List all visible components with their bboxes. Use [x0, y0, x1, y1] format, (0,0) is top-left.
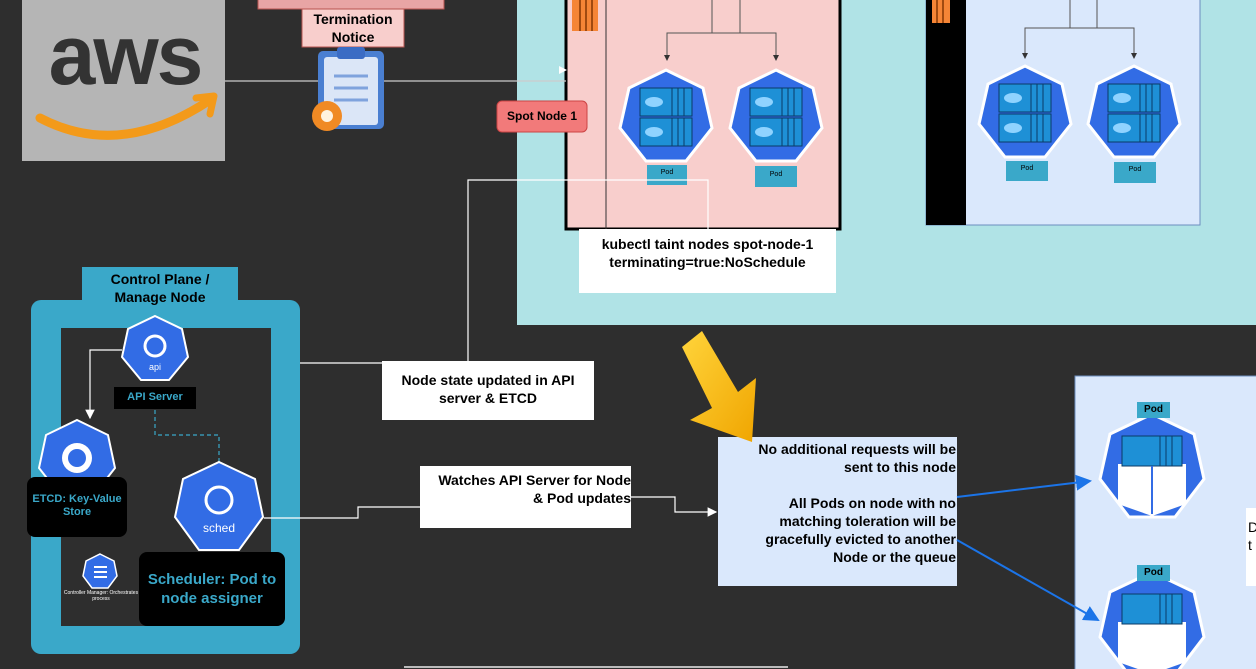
scheduler-label: Scheduler: Pod to node assigner — [147, 571, 277, 607]
sched-icon-label: sched — [202, 521, 236, 535]
termination-notice-label: Termination Notice — [313, 11, 393, 45]
yellow-arrow-icon — [682, 331, 756, 442]
controller-manager-label: Controller Manager: Orchestrates process — [63, 590, 139, 602]
scheduler-icon — [173, 460, 265, 551]
taint-command-text: kubectl taint nodes spot-node-1 terminat… — [601, 236, 814, 270]
api-server-label: API Server — [127, 391, 183, 403]
termination-notice-box — [301, 8, 405, 48]
evicted-pod-label-1: Pod — [1144, 404, 1163, 415]
pod-icon-evicted-2 — [1098, 570, 1206, 669]
node-state-note-box — [382, 361, 594, 420]
pod-label-3: Pod — [1020, 165, 1034, 172]
ec2-icon-right — [932, 0, 950, 23]
aws-logo-text: aws — [48, 8, 204, 102]
spot-node-1-label-box — [496, 100, 588, 133]
node-2-black-bar — [926, 0, 966, 225]
api-server-icon — [120, 314, 190, 381]
evict-arrow-1 — [956, 474, 1092, 498]
evicted-pod-label-2: Pod — [1144, 567, 1163, 578]
termination-top-bar — [257, 0, 445, 10]
etcd-label: ETCD: Key-Value Store — [32, 493, 122, 518]
right-cut-text: D t — [1248, 519, 1256, 553]
evict-arrow-2 — [956, 539, 1100, 621]
result-note: No additional requests will be sent to t… — [758, 441, 956, 565]
result-note-box — [718, 437, 957, 586]
pod-icon-evicted-1 — [1098, 412, 1206, 519]
watches-note-box — [420, 466, 631, 528]
api-icon-label: api — [148, 362, 161, 372]
taint-command-box — [579, 229, 836, 293]
clipboard-icon — [312, 47, 384, 131]
pod-label-1: Pod — [660, 169, 674, 176]
node-state-note: Node state updated in API server & ETCD — [401, 372, 575, 406]
controller-manager-icon — [82, 553, 118, 589]
pod-label-4: Pod — [1128, 166, 1142, 173]
spot-node-1-label: Spot Node 1 — [506, 109, 577, 123]
control-plane-title: Control Plane / Manage Node — [110, 271, 210, 305]
watches-note: Watches API Server for Node & Pod update… — [438, 472, 631, 506]
pod-label-2: Pod — [769, 171, 783, 178]
